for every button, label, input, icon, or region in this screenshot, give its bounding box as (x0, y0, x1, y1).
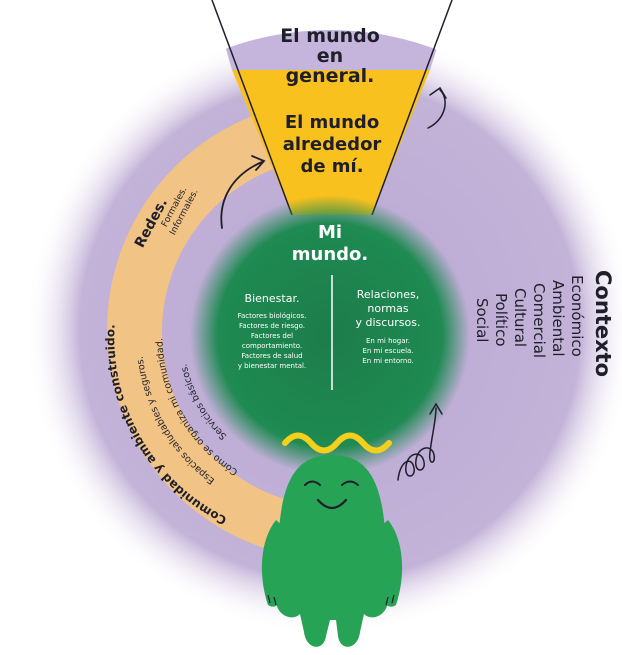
my-world-line1: Mi (318, 222, 342, 243)
wellbeing-title: Bienestar. (245, 292, 300, 305)
relations-title-line: normas (367, 302, 408, 315)
wedge-line-right (371, 0, 453, 216)
curved-arrow-icon (427, 86, 447, 129)
wellbeing-item: Factores de riesgo. (239, 322, 305, 330)
wellbeing-item: Factores del (251, 332, 293, 340)
world-wedge (212, 30, 452, 70)
wellbeing-item: Factores de salud (241, 352, 302, 360)
wavy-line-icon (282, 432, 392, 454)
relations-item: En mi entorno. (362, 357, 413, 365)
world-line3: general. (286, 65, 375, 87)
world-line1: El mundo (280, 25, 380, 47)
wedge-line-left (211, 0, 293, 216)
around-me-wedge (232, 70, 430, 215)
curved-arrow-icon (220, 155, 266, 229)
relations-title-line: y discursos. (355, 316, 420, 329)
context-item: Ambiental (549, 280, 567, 357)
green-blob-character-icon (261, 455, 403, 647)
context-item: Económico (568, 275, 586, 357)
context-item: Cultural (511, 288, 529, 347)
context-item: Social (473, 298, 491, 342)
relations-item: En mi hogar. (366, 337, 410, 345)
world-line2: en (317, 45, 343, 67)
relations-item: En mi escuela. (362, 347, 413, 355)
wellbeing-item: Factores biológicos. (238, 312, 307, 320)
my-world-circle (190, 195, 470, 475)
wellbeing-item: y bienestar mental. (238, 362, 306, 370)
context-title: Contexto (591, 270, 615, 377)
wellbeing-list: Factores biológicos. Factores de riesgo.… (238, 312, 307, 370)
context-item: Político (492, 293, 510, 347)
around-line3: de mí. (300, 156, 363, 177)
relations-title: Relaciones, normas y discursos. (355, 288, 420, 329)
relations-list: En mi hogar. En mi escuela. En mi entorn… (362, 337, 413, 365)
spiral-arrow-icon (397, 402, 443, 481)
around-line2: alrededor (283, 134, 382, 155)
context-item: Comercial (530, 283, 548, 358)
my-world-line2: mundo. (292, 244, 368, 265)
community-band (107, 115, 311, 555)
around-line1: El mundo (285, 112, 379, 133)
relations-title-line: Relaciones, (357, 288, 420, 301)
wellbeing-item: comportamiento. (242, 342, 302, 350)
